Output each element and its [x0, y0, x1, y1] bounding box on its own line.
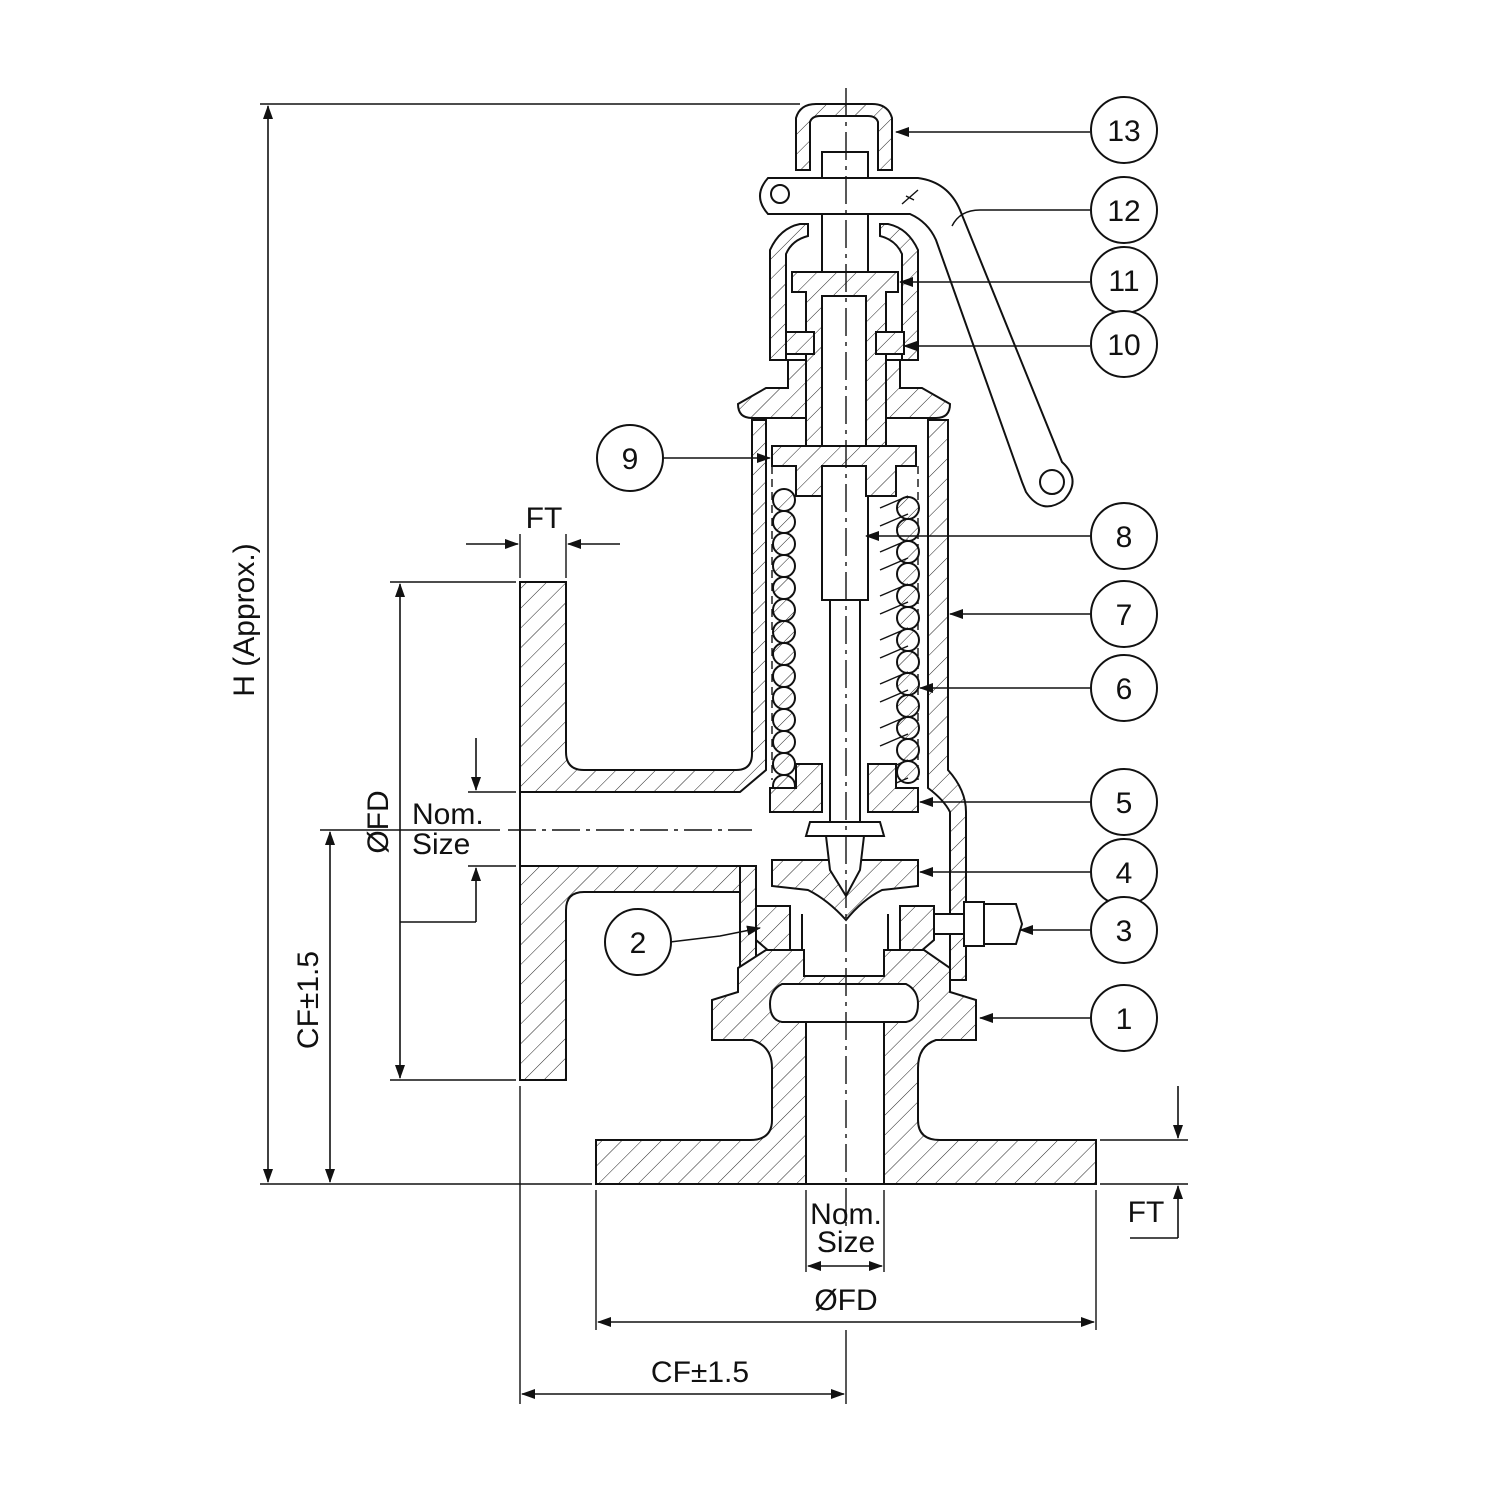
- callout-13: 13: [1090, 96, 1158, 164]
- spring-coil-edge: [879, 671, 909, 685]
- callout-12: 12: [1090, 176, 1158, 244]
- spring-coil-section: [772, 642, 796, 666]
- cap: [795, 103, 893, 179]
- spring-coil-section: [896, 650, 920, 674]
- cap-housing: [769, 223, 919, 361]
- top-flange-thickness-label: FT: [526, 502, 563, 535]
- adjusting-screw: [791, 271, 899, 451]
- spring-coil-section: [772, 554, 796, 578]
- spring-coil-edge: [879, 689, 909, 703]
- callout-3: 3: [1090, 896, 1158, 964]
- svg-text:9: 9: [622, 443, 639, 476]
- spring-coil-section: [896, 540, 920, 564]
- side-nominal-size-line1: Nom.: [412, 798, 484, 831]
- svg-text:2: 2: [630, 927, 647, 960]
- spring-coil-edge: [879, 601, 909, 615]
- bottom-nominal-size-line2: Size: [817, 1226, 875, 1259]
- callout-11: 11: [1090, 246, 1158, 314]
- disc: [771, 835, 919, 922]
- spring-coil-section: [772, 686, 796, 710]
- spring-coil-section: [772, 620, 796, 644]
- svg-text:8: 8: [1116, 521, 1133, 554]
- spring-coil-section: [896, 694, 920, 718]
- svg-text:6: 6: [1116, 673, 1133, 706]
- spring-coil-section: [772, 730, 796, 754]
- outlet-flange: [519, 419, 767, 1081]
- spring-coil-section: [772, 510, 796, 534]
- callout-5: 5: [1090, 768, 1158, 836]
- callout-7: 7: [1090, 580, 1158, 648]
- spring-coil-section: [772, 598, 796, 622]
- spring-coil-section: [896, 738, 920, 762]
- lifting-lever: [759, 177, 1074, 508]
- spring-coil-section: [772, 576, 796, 600]
- spring-coil-section: [772, 708, 796, 732]
- inlet-cf-dimension-label: CF±1.5: [651, 1356, 749, 1389]
- spring-coil-section: [896, 562, 920, 586]
- svg-text:13: 13: [1107, 115, 1140, 148]
- spring-coil-edge: [879, 495, 909, 509]
- spring-coil-section: [772, 752, 796, 776]
- spring-coil-edge: [879, 513, 909, 527]
- spring-coil-section: [896, 518, 920, 542]
- upper-spring-plate: [771, 445, 917, 497]
- svg-text:11: 11: [1108, 265, 1139, 298]
- bottom-flange-diameter-label: ØFD: [814, 1284, 877, 1317]
- spring-coil-section: [896, 606, 920, 630]
- callout-8: 8: [1090, 502, 1158, 570]
- spring-coil-edge: [879, 539, 909, 553]
- callout-leaders: [662, 127, 1090, 1023]
- callout-9: 9: [596, 424, 664, 492]
- spring-coil-section: [772, 488, 796, 512]
- svg-text:3: 3: [1116, 915, 1133, 948]
- spring-coil-section: [772, 532, 796, 556]
- side-nominal-size-line2: Size: [412, 828, 470, 861]
- spring-coil-edge: [879, 583, 909, 597]
- svg-text:7: 7: [1116, 599, 1133, 632]
- svg-text:10: 10: [1107, 329, 1140, 362]
- dimension-lines: [260, 103, 1188, 1404]
- spring-coil-edge: [879, 645, 909, 659]
- callout-2: 2: [604, 908, 672, 976]
- spring: [771, 466, 920, 798]
- callout-1: 1: [1090, 984, 1158, 1052]
- spring-coil-section: [896, 760, 920, 784]
- svg-text:12: 12: [1107, 195, 1140, 228]
- spring-coil-section: [896, 628, 920, 652]
- bonnet-top: [736, 359, 952, 419]
- side-flange-diameter-label: ØFD: [362, 790, 395, 853]
- svg-text:1: 1: [1116, 1003, 1133, 1036]
- svg-text:5: 5: [1116, 787, 1133, 820]
- outlet-cf-dimension-label: CF±1.5: [292, 951, 325, 1049]
- bottom-nominal-size-line1: Nom.: [810, 1198, 882, 1231]
- height-dimension-label: H (Approx.): [228, 543, 261, 696]
- bottom-flange-thickness-label: FT: [1128, 1196, 1165, 1229]
- spring-coil-section: [896, 716, 920, 740]
- callout-6: 6: [1090, 654, 1158, 722]
- callout-4: 4: [1090, 838, 1158, 906]
- spring-coil-edge: [879, 733, 909, 747]
- spring-coil-edge: [879, 627, 909, 641]
- callout-10: 10: [1090, 310, 1158, 378]
- spring-coil-section: [896, 672, 920, 696]
- svg-text:4: 4: [1116, 857, 1133, 890]
- center-lines: [508, 88, 847, 1228]
- spring-coil-edge: [879, 715, 909, 729]
- lower-spring-plate: [769, 763, 919, 813]
- ring-lock-screw: [933, 901, 1024, 947]
- spring-coil-section: [896, 496, 920, 520]
- spring-coil-section: [896, 584, 920, 608]
- spring-coil-section: [772, 664, 796, 688]
- valve-body: [739, 419, 967, 981]
- lock-nut: [785, 331, 905, 355]
- spring-coil-edge: [879, 557, 909, 571]
